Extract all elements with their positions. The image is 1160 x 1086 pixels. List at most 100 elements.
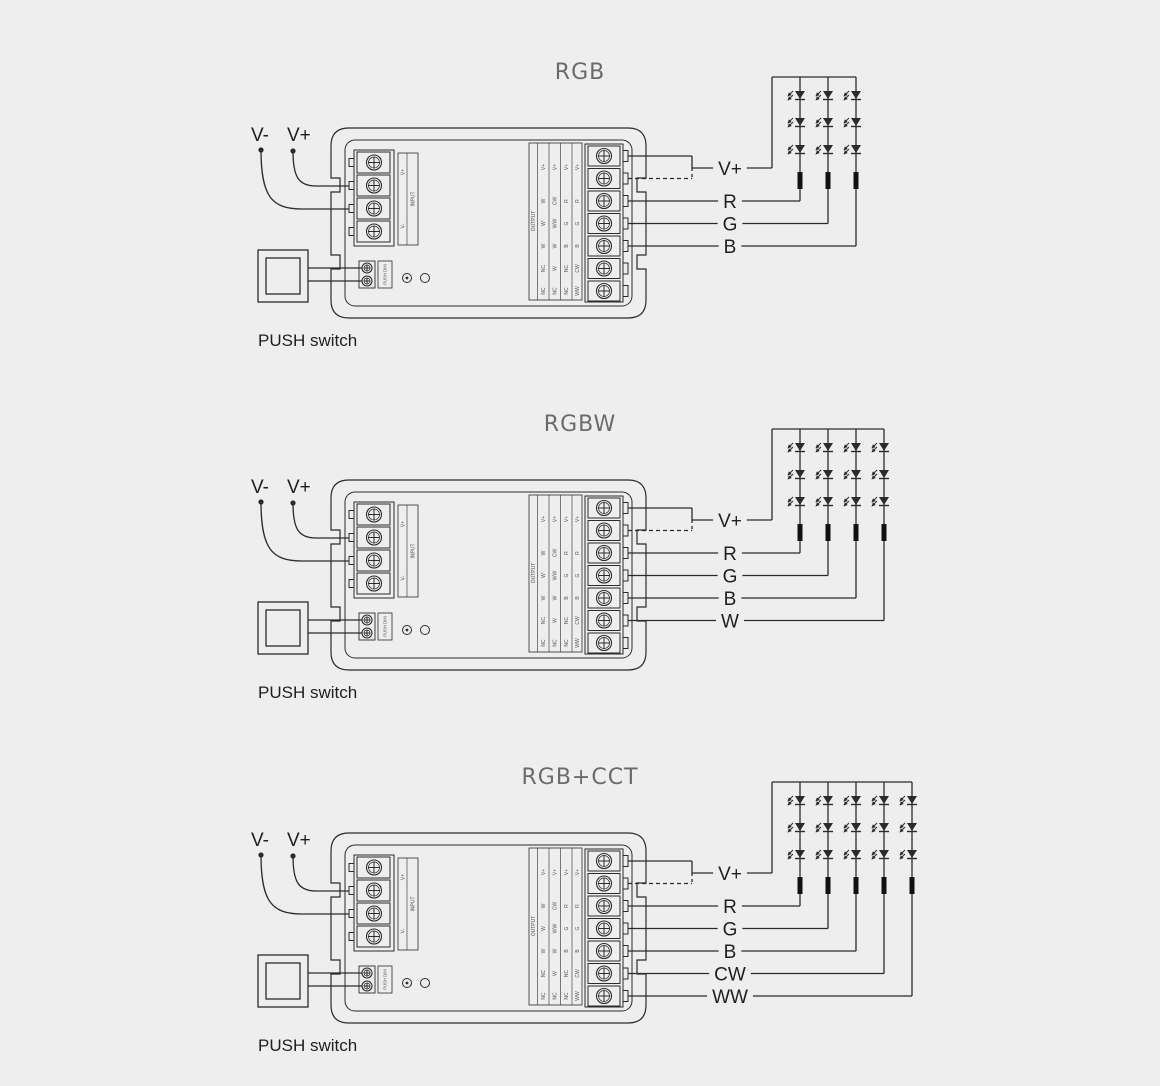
light-emission-arrow — [899, 822, 906, 829]
supply-positive-label: V+ — [287, 125, 311, 146]
dimming-connector-housing — [358, 260, 376, 289]
dimming-connector-housing — [358, 612, 376, 641]
screw-icon — [595, 147, 613, 165]
input-terminal-tab — [348, 227, 355, 236]
output-terminal-cell — [587, 280, 621, 302]
screw-icon — [361, 275, 373, 287]
light-emission-arrow — [871, 496, 878, 503]
output-terminal-cell — [587, 235, 621, 257]
output-table-cell: W — [541, 243, 547, 248]
channel-label: R — [723, 544, 737, 565]
output-common-label: V+ — [718, 864, 742, 885]
diode-triangle — [823, 145, 833, 153]
supply-negative-wire — [260, 149, 349, 210]
input-terminal-cell — [356, 174, 391, 197]
led-diode-icon — [815, 795, 833, 806]
light-emission-arrow — [787, 144, 794, 151]
led-strip — [787, 77, 861, 246]
output-table-cell: R — [575, 199, 581, 203]
led-diode-icon — [871, 496, 889, 507]
light-emission-arrow — [843, 795, 850, 802]
led-diode-icon — [899, 849, 917, 860]
input-terminal-housing — [353, 501, 395, 599]
output-terminal-cell — [587, 497, 621, 519]
screw-head — [365, 905, 383, 922]
section-title: RGB+CCT — [521, 765, 638, 790]
power-supply-inputs: V-V+ — [251, 477, 349, 562]
output-table-frame — [528, 494, 583, 653]
screw-icon — [595, 589, 613, 607]
resistor-icon — [825, 524, 831, 541]
output-terminal-cell — [587, 520, 621, 541]
input-terminal-tab — [348, 909, 355, 918]
input-terminal-tab — [348, 863, 355, 872]
diode-triangle — [795, 497, 805, 505]
resistor-icon — [825, 877, 831, 894]
output-terminal-cell — [587, 542, 621, 564]
screw-icon — [365, 552, 383, 569]
screw-head — [365, 928, 383, 945]
push-switch-label: PUSH switch — [258, 1036, 357, 1055]
led-diode-icon — [843, 795, 861, 806]
led-diode-icon — [899, 795, 917, 806]
screw-icon — [365, 928, 383, 945]
light-emission-arrow — [787, 826, 794, 833]
diode-triangle — [851, 823, 861, 831]
diode-triangle — [795, 796, 805, 804]
output-common-label: V+ — [718, 159, 742, 180]
light-emission-arrow — [787, 469, 794, 476]
light-emission-arrow — [787, 446, 794, 453]
output-table-frame — [528, 142, 583, 301]
led-diode-icon — [787, 469, 805, 480]
diode-triangle — [795, 850, 805, 858]
led-diode-icon — [787, 822, 805, 833]
diode-triangle — [823, 796, 833, 804]
screw-icon — [361, 980, 373, 992]
light-emission-arrow — [787, 94, 794, 101]
screw-head — [595, 544, 613, 562]
diode-triangle — [851, 118, 861, 126]
channel-label: G — [723, 920, 738, 941]
diode-triangle — [823, 497, 833, 505]
input-terminal-tab — [348, 556, 355, 565]
resistor-icon — [853, 524, 859, 541]
power-supply-inputs: V-V+ — [251, 830, 349, 915]
light-emission-arrow — [871, 446, 878, 453]
output-terminal-cell — [587, 873, 621, 894]
screw-icon — [595, 192, 613, 210]
channel-label: W — [721, 612, 739, 633]
output-terminal-tab — [622, 945, 629, 957]
output-table-cell: WW — [553, 924, 559, 934]
channel-label: CW — [714, 965, 746, 986]
controller-housing — [330, 127, 647, 319]
screw-head — [595, 897, 613, 915]
push-switch-label: PUSH switch — [258, 331, 357, 350]
led-string — [843, 782, 861, 951]
output-table-cell: V+ — [553, 164, 559, 170]
output-table-cell: R — [575, 904, 581, 908]
output-table-cell: G — [575, 221, 581, 225]
screw-icon — [595, 215, 613, 232]
output-table-cell: NC — [564, 970, 570, 978]
screw-icon — [365, 859, 383, 876]
light-emission-arrow — [871, 473, 878, 480]
output-terminal-tab — [622, 217, 629, 230]
led-diode-icon — [787, 117, 805, 128]
output-table-cell: CW — [575, 969, 581, 978]
push-switch-label: PUSH switch — [258, 683, 357, 702]
output-table-cell: W — [541, 198, 547, 203]
input-title-mark: INPUT — [411, 544, 417, 559]
diode-triangle — [907, 796, 917, 804]
dimming-label-box — [377, 965, 393, 994]
screw-icon — [595, 612, 613, 629]
input-terminal-cell — [356, 526, 391, 549]
input-terminal-cell — [356, 925, 391, 948]
output-table-header: OUTPUT — [531, 916, 537, 937]
output-terminal-cell — [587, 587, 621, 609]
output-wiring: V+RGB — [628, 76, 856, 258]
light-emission-arrow — [843, 853, 850, 860]
